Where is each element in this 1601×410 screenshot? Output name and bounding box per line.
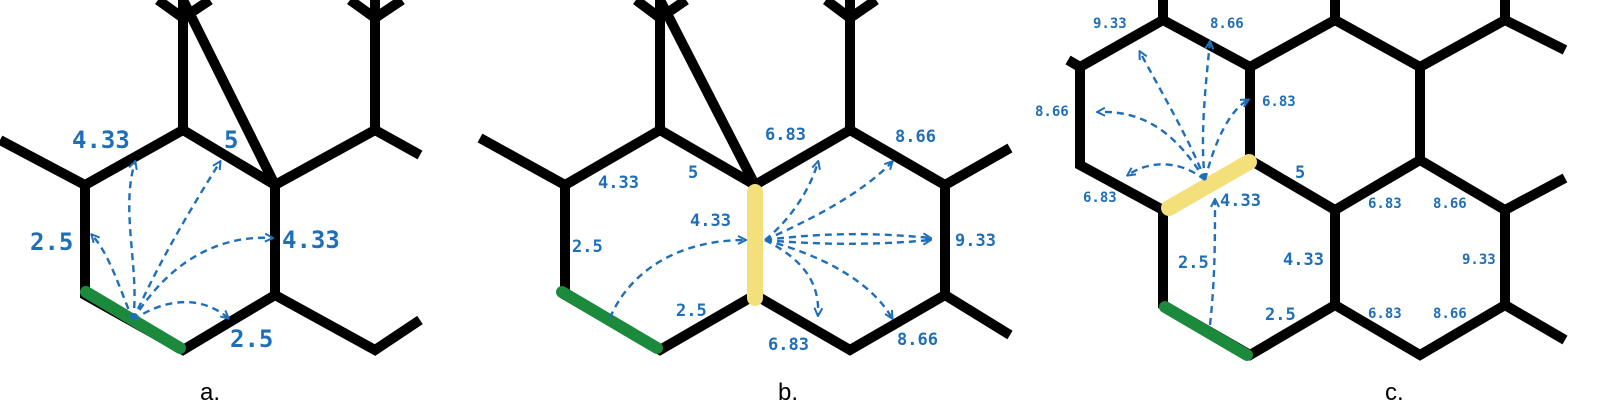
panel-b: 4.33 5 6.83 8.66 4.33 2.5 9.33 2.5 6.83 … [477, 0, 1013, 406]
panel-b-label-9: 6.83 [768, 335, 809, 355]
panel-c-label-3: 8.66 [1035, 104, 1069, 120]
panel-c-label-5: 6.83 [1083, 190, 1117, 206]
panel-a-arrows [92, 162, 272, 321]
panel-a: 4.33 5 2.5 4.33 2.5 a. [0, 0, 423, 406]
panel-c-label-4: 6.83 [1262, 94, 1296, 110]
panel-b-label-10: 8.66 [897, 330, 938, 350]
panel-c-label-13: 2.5 [1265, 305, 1296, 325]
panel-c-label-15: 8.66 [1433, 306, 1467, 322]
panel-a-label-2: 5 [224, 126, 238, 154]
panel-b-arrows [608, 162, 930, 318]
panel-c-label-2: 8.66 [1210, 16, 1244, 32]
panel-c-label-7: 5 [1295, 163, 1305, 183]
panel-c: 9.33 8.66 8.66 6.83 6.83 4.33 5 2.5 4.33… [1035, 0, 1568, 406]
panel-c-label-1: 9.33 [1093, 16, 1127, 32]
panel-b-label-6: 2.5 [572, 237, 603, 257]
panel-c-label-9: 4.33 [1283, 250, 1324, 270]
panel-a-label-3: 2.5 [30, 228, 73, 256]
panel-c-label-12: 9.33 [1462, 252, 1496, 268]
panel-b-label-4: 8.66 [895, 127, 936, 147]
panel-b-caption: b. [778, 379, 798, 406]
panel-c-hex-grid [1065, 0, 1568, 361]
panel-a-label-4: 4.33 [282, 226, 340, 254]
panel-b-start-edge [556, 286, 663, 354]
panel-c-label-11: 8.66 [1433, 196, 1467, 212]
panel-c-selected-edge [1161, 154, 1257, 216]
panel-c-label-14: 6.83 [1368, 306, 1402, 322]
panel-a-caption: a. [200, 379, 220, 406]
panel-c-label-6: 4.33 [1220, 191, 1261, 211]
panel-b-label-1: 4.33 [598, 173, 639, 193]
panel-b-hex-grid [477, 0, 1013, 356]
panel-c-arrows [1098, 42, 1248, 326]
panel-b-label-8: 2.5 [676, 301, 707, 321]
panel-b-label-5: 4.33 [690, 211, 731, 231]
panel-c-label-8: 2.5 [1178, 253, 1209, 273]
panel-b-label-3: 6.83 [765, 125, 806, 145]
panel-c-label-10: 6.83 [1368, 196, 1402, 212]
panel-a-label-5: 2.5 [230, 325, 273, 353]
panel-a-hex-grid [0, 0, 423, 356]
panel-b-label-2: 5 [688, 163, 698, 183]
panel-b-label-7: 9.33 [955, 231, 996, 251]
panel-c-caption: c. [1385, 379, 1404, 406]
panel-c-start-edge [1159, 301, 1253, 361]
panel-a-label-1: 4.33 [72, 126, 130, 154]
